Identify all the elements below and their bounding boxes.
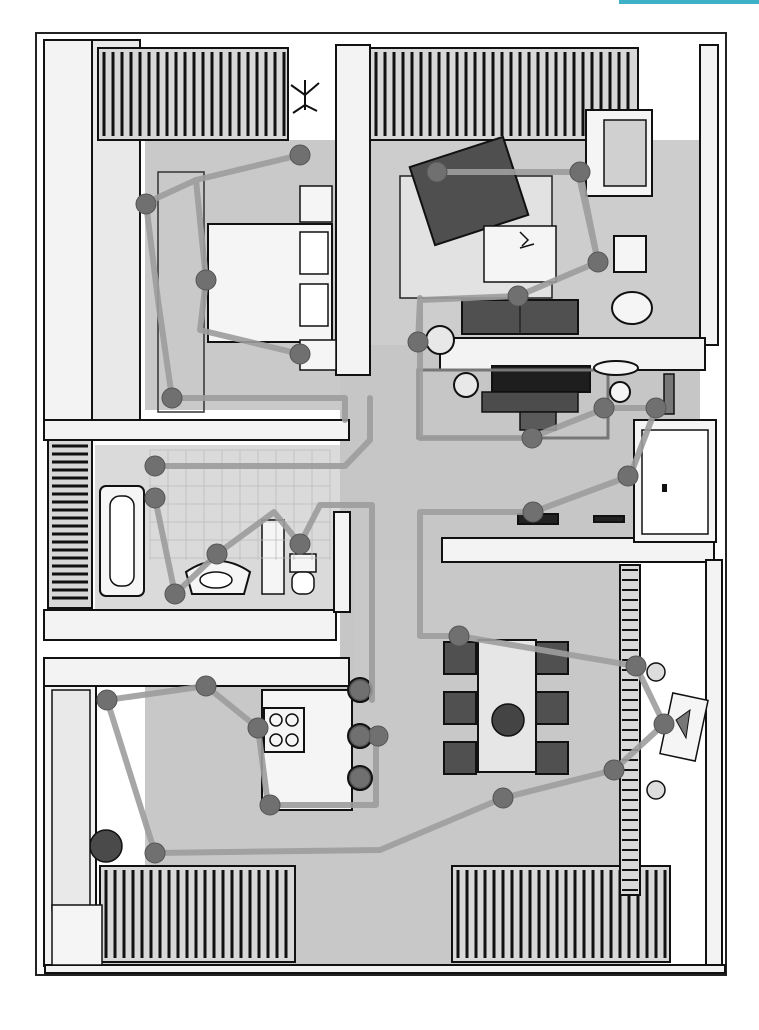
movement-path-segment	[152, 395, 373, 469]
tv-icon	[585, 109, 653, 197]
sensor-node	[259, 794, 281, 816]
sensor-node	[492, 787, 514, 809]
chair-icon	[613, 235, 647, 273]
side-table-icon	[611, 291, 653, 325]
wall-right-bottom	[705, 559, 723, 971]
sensor-node	[507, 285, 529, 307]
chair-icon	[443, 641, 569, 775]
sensor-node	[617, 465, 639, 487]
plant-icon	[519, 231, 535, 249]
plant-icon	[290, 80, 320, 114]
wall-right-top	[699, 44, 719, 346]
cabinet-icon	[261, 519, 285, 595]
sensor-node	[164, 583, 186, 605]
sensor-node	[289, 533, 311, 555]
entry-door	[633, 419, 717, 543]
plant-icon	[425, 325, 479, 398]
nightstand-icon	[299, 185, 333, 223]
movement-path-segment	[152, 495, 178, 597]
sensor-node	[593, 397, 615, 419]
sensor-node	[206, 543, 228, 565]
sensor-node	[96, 689, 118, 711]
table-icon	[483, 225, 557, 283]
coat-rack-icon	[663, 373, 675, 415]
movement-path-segment	[193, 177, 303, 357]
walls	[43, 39, 726, 974]
wall-bottom	[44, 964, 726, 974]
sensor-node	[603, 759, 625, 781]
window-blind-icon	[99, 865, 296, 963]
sensor-node	[367, 725, 389, 747]
sensor-nodes	[96, 144, 675, 864]
wall-left-top	[43, 39, 93, 421]
sensor-node	[195, 675, 217, 697]
movement-path-segment	[169, 395, 348, 423]
movement-path-segment	[575, 169, 601, 265]
kitchen-cabinet	[51, 904, 103, 966]
movement-path-segment	[152, 405, 667, 856]
sensor-node	[653, 713, 675, 735]
wall-bath-top	[43, 419, 350, 441]
sensor-node	[161, 387, 183, 409]
wall-bedroom-right	[335, 44, 371, 376]
wall-bath-right	[333, 511, 351, 613]
sensor-node	[144, 842, 166, 864]
plant-icon	[491, 703, 525, 737]
sheet-accent-strip	[619, 0, 759, 4]
wall-bath-bottom	[43, 609, 337, 641]
toilet-icon	[289, 553, 317, 595]
window-blind-icon	[619, 564, 641, 896]
stove-icon	[263, 707, 305, 753]
plant-icon	[89, 829, 123, 863]
stool-icon	[609, 381, 631, 403]
sensor-node	[135, 193, 157, 215]
tv-icon	[481, 365, 591, 413]
sensor-node	[289, 343, 311, 365]
window-blind-icon	[97, 47, 289, 141]
sensor-node	[144, 487, 166, 509]
movement-path-segment	[143, 200, 175, 401]
kitchen-shelves	[51, 689, 91, 911]
sensor-node	[426, 161, 448, 183]
sensor-node	[195, 269, 217, 291]
window-blind-icon	[47, 439, 93, 609]
lamp-icon	[593, 360, 639, 376]
plant-icon	[646, 662, 666, 800]
sensor-node	[645, 397, 667, 419]
sensor-node	[289, 144, 311, 166]
sensor-node	[587, 251, 609, 273]
sensor-node	[349, 767, 371, 789]
movement-path	[104, 152, 667, 856]
sensor-node	[144, 455, 166, 477]
sensor-node	[448, 625, 470, 647]
sensor-node	[625, 655, 647, 677]
sensor-node	[569, 161, 591, 183]
bed-icon	[207, 223, 333, 343]
sensor-node	[407, 331, 429, 353]
bathtub-icon	[99, 485, 145, 597]
sensor-node	[349, 679, 371, 701]
sensor-node	[247, 717, 269, 739]
sensor-node	[522, 501, 544, 523]
sensor-node	[521, 427, 543, 449]
sensor-node	[349, 725, 371, 747]
